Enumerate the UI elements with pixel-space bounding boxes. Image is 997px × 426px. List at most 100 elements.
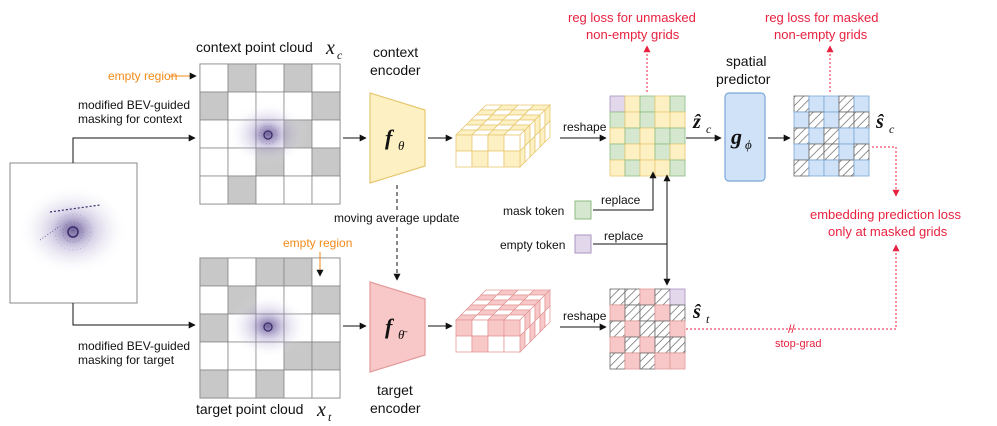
grid-cell bbox=[311, 147, 341, 177]
grid-cell bbox=[227, 63, 257, 93]
spatial-predictor: g ϕ bbox=[724, 92, 766, 182]
grid-cell bbox=[227, 369, 257, 399]
token-cell bbox=[808, 159, 825, 177]
token-cell bbox=[624, 95, 641, 113]
grid-cell bbox=[199, 91, 229, 121]
token-cell bbox=[823, 127, 840, 145]
target-masking-label-1: modified BEV-guided bbox=[78, 339, 190, 353]
token-cell bbox=[853, 143, 870, 161]
token-cell bbox=[654, 352, 671, 370]
token-cell bbox=[609, 111, 626, 129]
cube-side-cell bbox=[544, 120, 551, 143]
context-encoder: f θ bbox=[369, 92, 426, 184]
grid-cell bbox=[283, 175, 313, 205]
token-cell bbox=[669, 159, 686, 177]
grid-cell bbox=[199, 369, 229, 399]
token-cell bbox=[654, 304, 671, 322]
token-cell bbox=[654, 127, 671, 145]
grid-cell bbox=[255, 369, 285, 399]
token-cell bbox=[838, 143, 855, 161]
target-cloud-symbol: x bbox=[316, 399, 326, 421]
token-cell bbox=[669, 127, 686, 145]
zc-grid bbox=[609, 95, 686, 177]
cube-front-cell bbox=[455, 134, 473, 152]
grid-cell bbox=[311, 313, 341, 343]
empty-token-label: empty token bbox=[500, 238, 565, 252]
cube-front-cell bbox=[503, 319, 521, 337]
context-encoder-label-2: encoder bbox=[370, 62, 421, 78]
grid-cell bbox=[199, 63, 229, 93]
grid-cell bbox=[311, 257, 341, 287]
mask-token-swatch bbox=[574, 200, 592, 220]
token-cell bbox=[639, 95, 656, 113]
sc-grid bbox=[793, 95, 870, 177]
token-cell bbox=[624, 127, 641, 145]
cube-front-cell bbox=[455, 335, 473, 353]
token-cell bbox=[654, 288, 671, 306]
token-cell bbox=[823, 159, 840, 177]
token-cell bbox=[654, 320, 671, 338]
grid-cell bbox=[199, 147, 229, 177]
replace-1-label: replace bbox=[601, 193, 641, 207]
token-cell bbox=[624, 336, 641, 354]
context-feature-cube bbox=[455, 104, 551, 168]
grid-cell bbox=[199, 313, 229, 343]
token-cell bbox=[654, 143, 671, 161]
input-point-cloud bbox=[9, 162, 138, 304]
token-cell bbox=[853, 127, 870, 145]
token-cell bbox=[624, 304, 641, 322]
grid-cell bbox=[283, 369, 313, 399]
cube-front-cell bbox=[487, 319, 505, 337]
token-cell bbox=[639, 336, 656, 354]
grid-cell bbox=[227, 257, 257, 287]
token-cell bbox=[838, 95, 855, 113]
token-cell bbox=[609, 288, 626, 306]
token-cell bbox=[838, 127, 855, 145]
input-to-context-arrow bbox=[72, 134, 196, 163]
token-cell bbox=[654, 95, 671, 113]
cube-front-cell bbox=[471, 319, 489, 337]
sc-sub: c bbox=[889, 122, 895, 136]
mask-token-arrow bbox=[593, 171, 657, 211]
token-cell bbox=[808, 111, 825, 129]
st-symbol: ŝ bbox=[692, 301, 702, 323]
token-cell bbox=[823, 143, 840, 161]
sc-symbol: ŝ bbox=[875, 111, 885, 133]
cube-front-cell bbox=[487, 335, 505, 353]
token-cell bbox=[639, 127, 656, 145]
st-to-loss-arrow bbox=[686, 244, 900, 330]
token-cell bbox=[624, 352, 641, 370]
token-cell bbox=[669, 95, 686, 113]
replace-2-label: replace bbox=[604, 229, 644, 243]
token-cell bbox=[793, 95, 810, 113]
predictor-symbol: g bbox=[730, 124, 742, 149]
token-cell bbox=[624, 111, 641, 129]
target-cloud-sub: t bbox=[328, 410, 332, 424]
grid-cell bbox=[199, 285, 229, 315]
target-encoder-symbol: f bbox=[385, 314, 395, 339]
moving-average-label: moving average update bbox=[334, 211, 460, 225]
token-cell bbox=[793, 143, 810, 161]
token-cell bbox=[793, 127, 810, 145]
token-cell bbox=[609, 352, 626, 370]
token-cell bbox=[808, 95, 825, 113]
zc-symbol: ẑ bbox=[692, 111, 702, 133]
token-cell bbox=[793, 159, 810, 177]
cube-side-cell bbox=[544, 305, 551, 328]
target-empty-note: empty region bbox=[283, 236, 352, 250]
context-point-cloud bbox=[199, 63, 341, 205]
grid-cell bbox=[199, 257, 229, 287]
target-encoder-label-2: encoder bbox=[370, 400, 421, 416]
token-cell bbox=[609, 304, 626, 322]
target-feature-cube bbox=[455, 289, 551, 353]
target-masking-label-2: masking for target bbox=[78, 353, 175, 367]
token-cell bbox=[624, 288, 641, 306]
reg-unmasked-label-2: non-empty grids bbox=[586, 27, 680, 42]
token-cell bbox=[624, 143, 641, 161]
grid-cell bbox=[199, 175, 229, 205]
grid-cell bbox=[311, 63, 341, 93]
token-cell bbox=[609, 127, 626, 145]
token-cell bbox=[669, 288, 686, 306]
token-cell bbox=[853, 159, 870, 177]
